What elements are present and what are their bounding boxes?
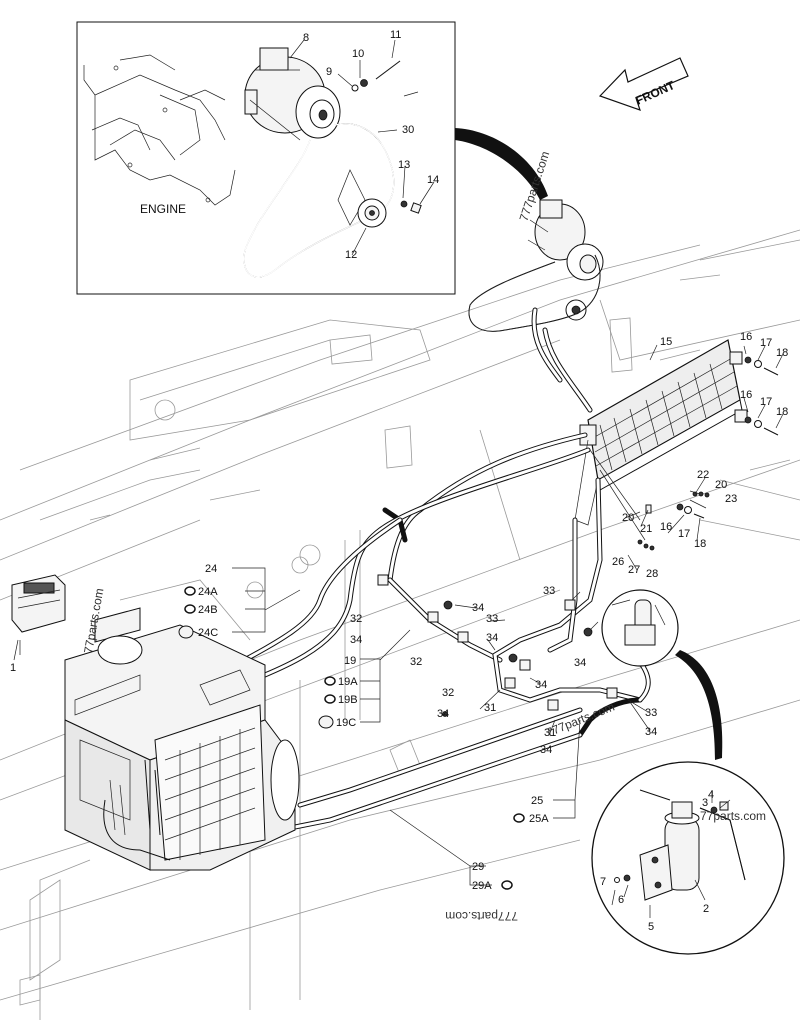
control-switch-panel xyxy=(11,574,66,633)
callout-1: 1 xyxy=(10,662,16,674)
callout-33a: 33 xyxy=(486,613,498,625)
callout-19: 19 xyxy=(344,655,356,667)
callout-34h: 34 xyxy=(540,744,552,756)
callout-2: 2 xyxy=(703,903,709,915)
callout-34g: 34 xyxy=(645,726,657,738)
callout-20a: 20 xyxy=(715,479,727,491)
callout-24: 24 xyxy=(205,563,217,575)
callout-12: 12 xyxy=(345,249,357,261)
callout-11: 11 xyxy=(390,29,401,41)
callout-18a: 18 xyxy=(776,347,788,359)
callout-6: 6 xyxy=(618,894,624,906)
callout-34d: 34 xyxy=(574,657,586,669)
inset-pointer-arrow xyxy=(455,128,548,200)
callout-4: 4 xyxy=(708,789,714,801)
callout-8: 8 xyxy=(303,32,309,44)
callout-14: 14 xyxy=(427,174,439,186)
callout-23: 23 xyxy=(725,493,737,505)
callout-27: 27 xyxy=(628,564,640,576)
callout-17a: 17 xyxy=(760,337,772,349)
callout-7: 7 xyxy=(600,876,606,888)
callout-13: 13 xyxy=(398,159,410,171)
detail-pointer-arrow xyxy=(675,650,723,760)
callout-31b: 31 xyxy=(544,727,556,739)
callout-28: 28 xyxy=(646,568,658,580)
callout-34e: 34 xyxy=(535,679,547,691)
ac-hoses xyxy=(187,307,651,833)
callout-25A: 25A xyxy=(529,813,549,825)
hose-clamps xyxy=(377,574,618,717)
callout-19B: 19B xyxy=(338,694,358,706)
callout-18b: 18 xyxy=(776,406,788,418)
callout-24B: 24B xyxy=(198,604,218,616)
callout-29: 29 xyxy=(472,861,484,873)
condenser-fasteners xyxy=(637,356,779,551)
watermark-text: 777parts.com xyxy=(445,909,518,923)
callout-32c: 32 xyxy=(442,687,454,699)
callout-19C: 19C xyxy=(336,717,356,729)
callout-30: 30 xyxy=(402,124,414,136)
callout-17b: 17 xyxy=(760,396,772,408)
condenser xyxy=(574,339,748,541)
callout-24A: 24A xyxy=(198,586,218,598)
callout-33c: 33 xyxy=(645,707,657,719)
callout-31a: 31 xyxy=(484,702,496,714)
callout-34a: 34 xyxy=(350,634,362,646)
receiver-drier-detail xyxy=(591,761,785,955)
callout-16b: 16 xyxy=(740,389,752,401)
callout-25: 25 xyxy=(531,795,543,807)
engine-inset xyxy=(76,21,456,295)
callout-5: 5 xyxy=(648,921,654,933)
leader-lines xyxy=(13,344,784,886)
callout-17c: 17 xyxy=(678,528,690,540)
callout-20b: 20 xyxy=(622,512,634,524)
callout-33b: 33 xyxy=(543,585,555,597)
front-arrow: FRONT xyxy=(598,57,689,111)
o-ring-symbols xyxy=(178,586,525,890)
callout-32b: 32 xyxy=(410,656,422,668)
callout-32a: 32 xyxy=(350,613,362,625)
watermark-text: 77parts.com xyxy=(700,809,766,823)
callout-34b: 34 xyxy=(472,602,484,614)
compressor-inset xyxy=(244,47,341,141)
callout-29A: 29A xyxy=(472,880,492,892)
compressor-main xyxy=(527,199,604,321)
callout-22: 22 xyxy=(697,469,709,481)
callout-34c: 34 xyxy=(486,632,498,644)
callout-34f: 34 xyxy=(437,708,449,720)
callout-16c: 16 xyxy=(660,521,672,533)
callout-labels: 8 11 10 9 30 13 14 ENGINE 12 15 16 17 18… xyxy=(10,29,788,933)
hvac-unit xyxy=(64,607,300,871)
belt-inset xyxy=(243,123,395,278)
engine-label: ENGINE xyxy=(140,202,186,216)
callout-24C: 24C xyxy=(198,627,218,639)
callout-16a: 16 xyxy=(740,331,752,343)
callout-15: 15 xyxy=(660,336,672,348)
callout-21: 21 xyxy=(640,523,652,535)
receiver-drier-small xyxy=(601,589,679,667)
callout-26: 26 xyxy=(612,556,624,568)
callout-3: 3 xyxy=(702,797,708,809)
idler-pulley-inset xyxy=(337,169,387,228)
callout-10: 10 xyxy=(352,48,364,60)
callout-9: 9 xyxy=(326,66,332,78)
callout-19A: 19A xyxy=(338,676,358,688)
callout-18c: 18 xyxy=(694,538,706,550)
